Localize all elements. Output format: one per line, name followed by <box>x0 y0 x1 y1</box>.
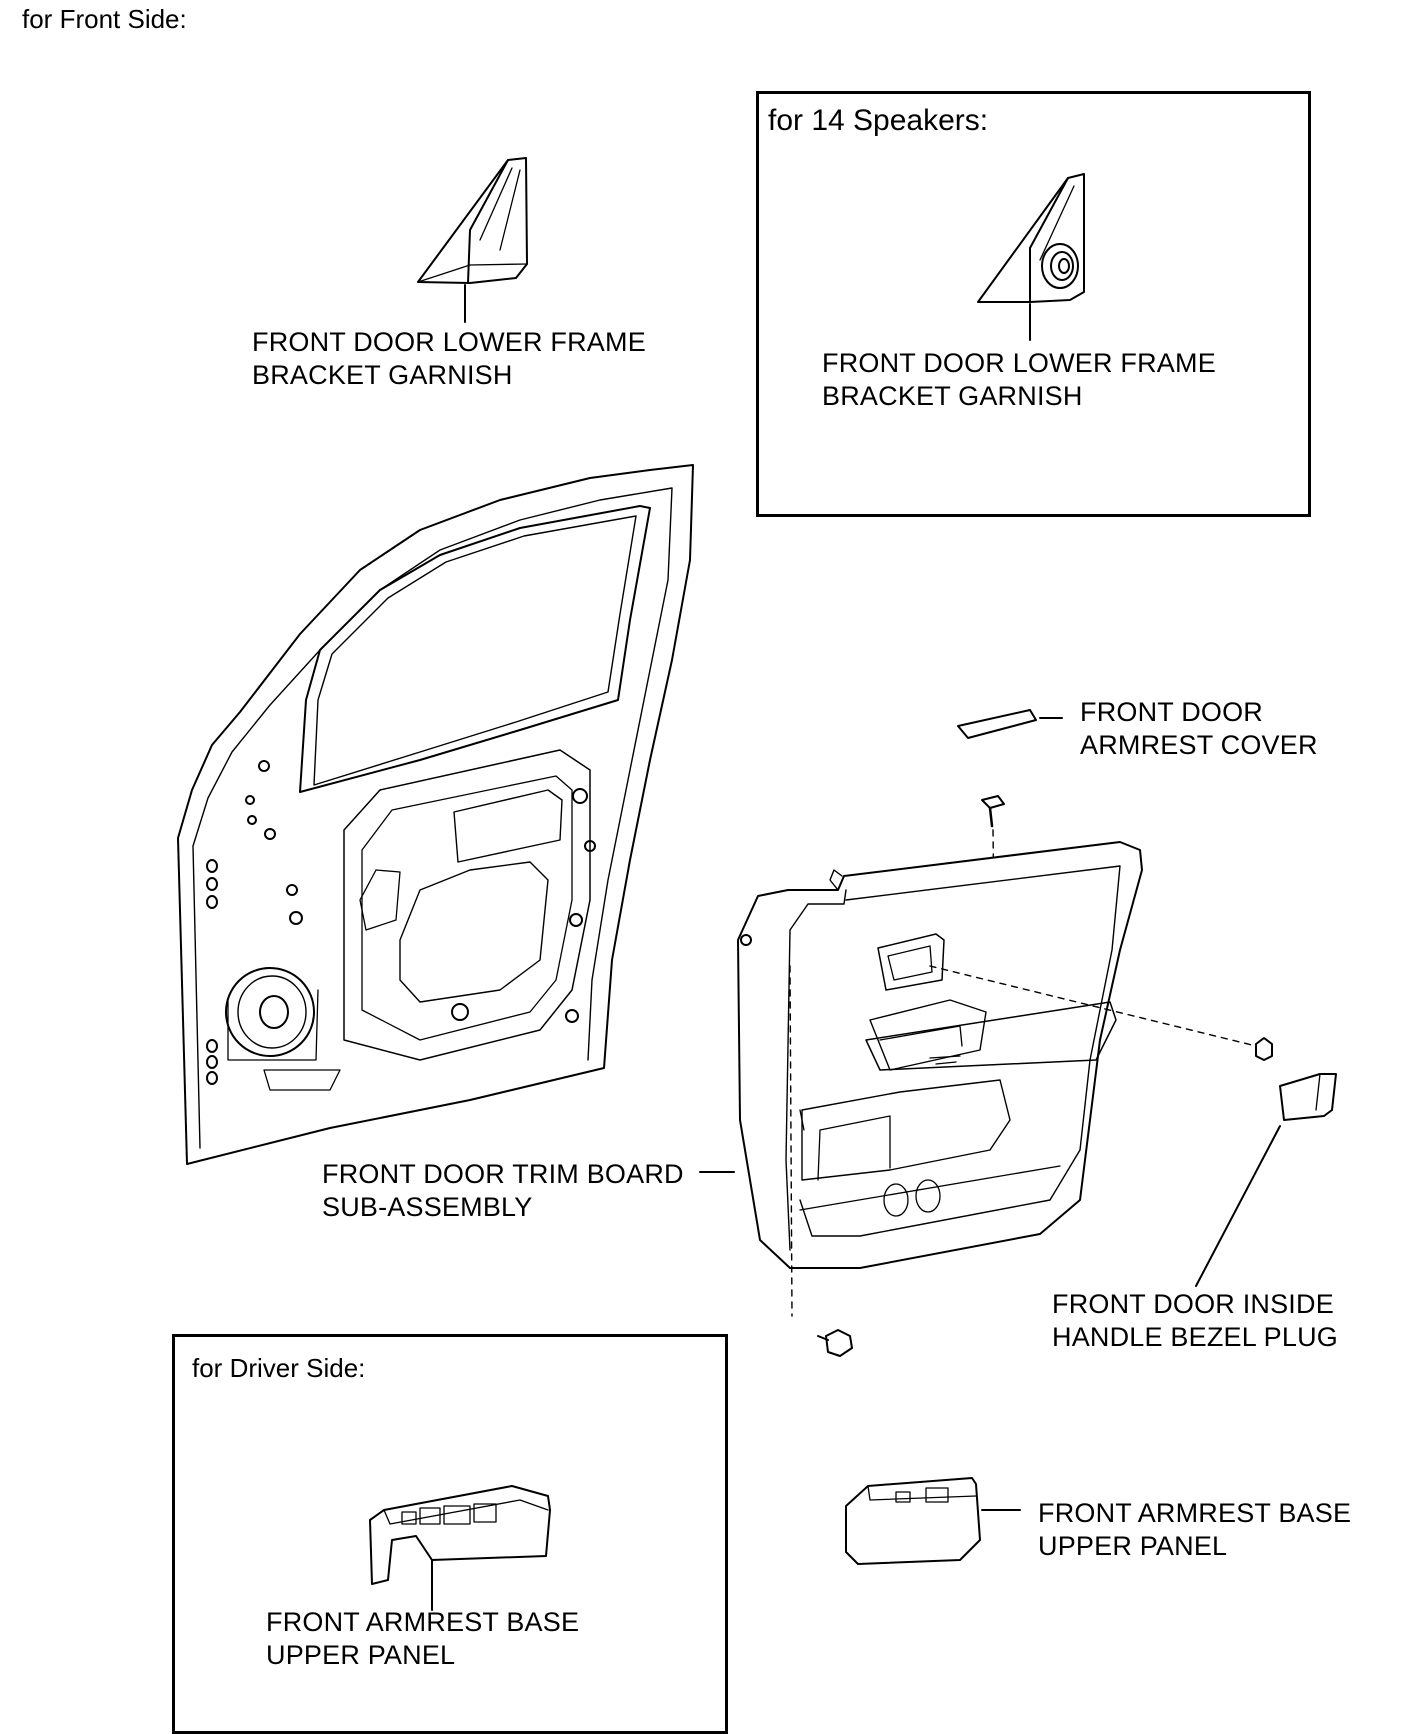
label-upper-panel-line2: UPPER PANEL <box>1038 1531 1228 1561</box>
header-14-speakers: for 14 Speakers: <box>768 104 989 137</box>
armrest-cover-drawing <box>958 710 1062 738</box>
garnish-main-drawing <box>418 158 527 322</box>
label-trim-board: FRONT DOOR TRIM BOARD SUB-ASSEMBLY <box>322 1158 684 1224</box>
bezel-plug-drawing <box>1196 1074 1336 1286</box>
label-garnish-speaker-line2: BRACKET GARNISH <box>822 381 1083 411</box>
armrest-panel-drawing <box>846 1478 1020 1564</box>
label-armrest-cover: FRONT DOOR ARMREST COVER <box>1080 696 1318 762</box>
inset-box-14-speakers <box>756 91 1311 517</box>
trim-board-drawing <box>700 842 1256 1316</box>
armrest-panel-driver-drawing <box>370 1486 550 1610</box>
label-upper-panel-driver-line2: UPPER PANEL <box>266 1640 456 1670</box>
label-bezel-plug-line2: HANDLE BEZEL PLUG <box>1052 1322 1338 1352</box>
label-bezel-plug: FRONT DOOR INSIDE HANDLE BEZEL PLUG <box>1052 1288 1338 1354</box>
label-armrest-cover-line1: FRONT DOOR <box>1080 697 1263 727</box>
label-armrest-cover-line2: ARMREST COVER <box>1080 730 1318 760</box>
label-upper-panel-driver: FRONT ARMREST BASE UPPER PANEL <box>266 1606 579 1672</box>
header-front-side: for Front Side: <box>22 4 187 34</box>
label-garnish-main-line1: FRONT DOOR LOWER FRAME <box>252 327 646 357</box>
garnish-speaker-drawing <box>978 174 1084 340</box>
label-garnish-speaker: FRONT DOOR LOWER FRAME BRACKET GARNISH <box>822 347 1216 413</box>
door-frame-drawing <box>178 465 693 1164</box>
label-garnish-main-line2: BRACKET GARNISH <box>252 360 513 390</box>
label-trim-board-line2: SUB-ASSEMBLY <box>322 1192 533 1222</box>
label-garnish-speaker-line1: FRONT DOOR LOWER FRAME <box>822 348 1216 378</box>
label-upper-panel: FRONT ARMREST BASE UPPER PANEL <box>1038 1497 1351 1563</box>
label-garnish-main: FRONT DOOR LOWER FRAME BRACKET GARNISH <box>252 326 646 392</box>
label-upper-panel-line1: FRONT ARMREST BASE <box>1038 1498 1352 1528</box>
header-driver-side: for Driver Side: <box>192 1353 366 1383</box>
label-trim-board-line1: FRONT DOOR TRIM BOARD <box>322 1159 684 1189</box>
inset-box-driver-side <box>172 1334 728 1734</box>
label-upper-panel-driver-line1: FRONT ARMREST BASE <box>266 1607 580 1637</box>
clip-screws-drawing <box>818 1038 1272 1356</box>
label-bezel-plug-line1: FRONT DOOR INSIDE <box>1052 1289 1334 1319</box>
